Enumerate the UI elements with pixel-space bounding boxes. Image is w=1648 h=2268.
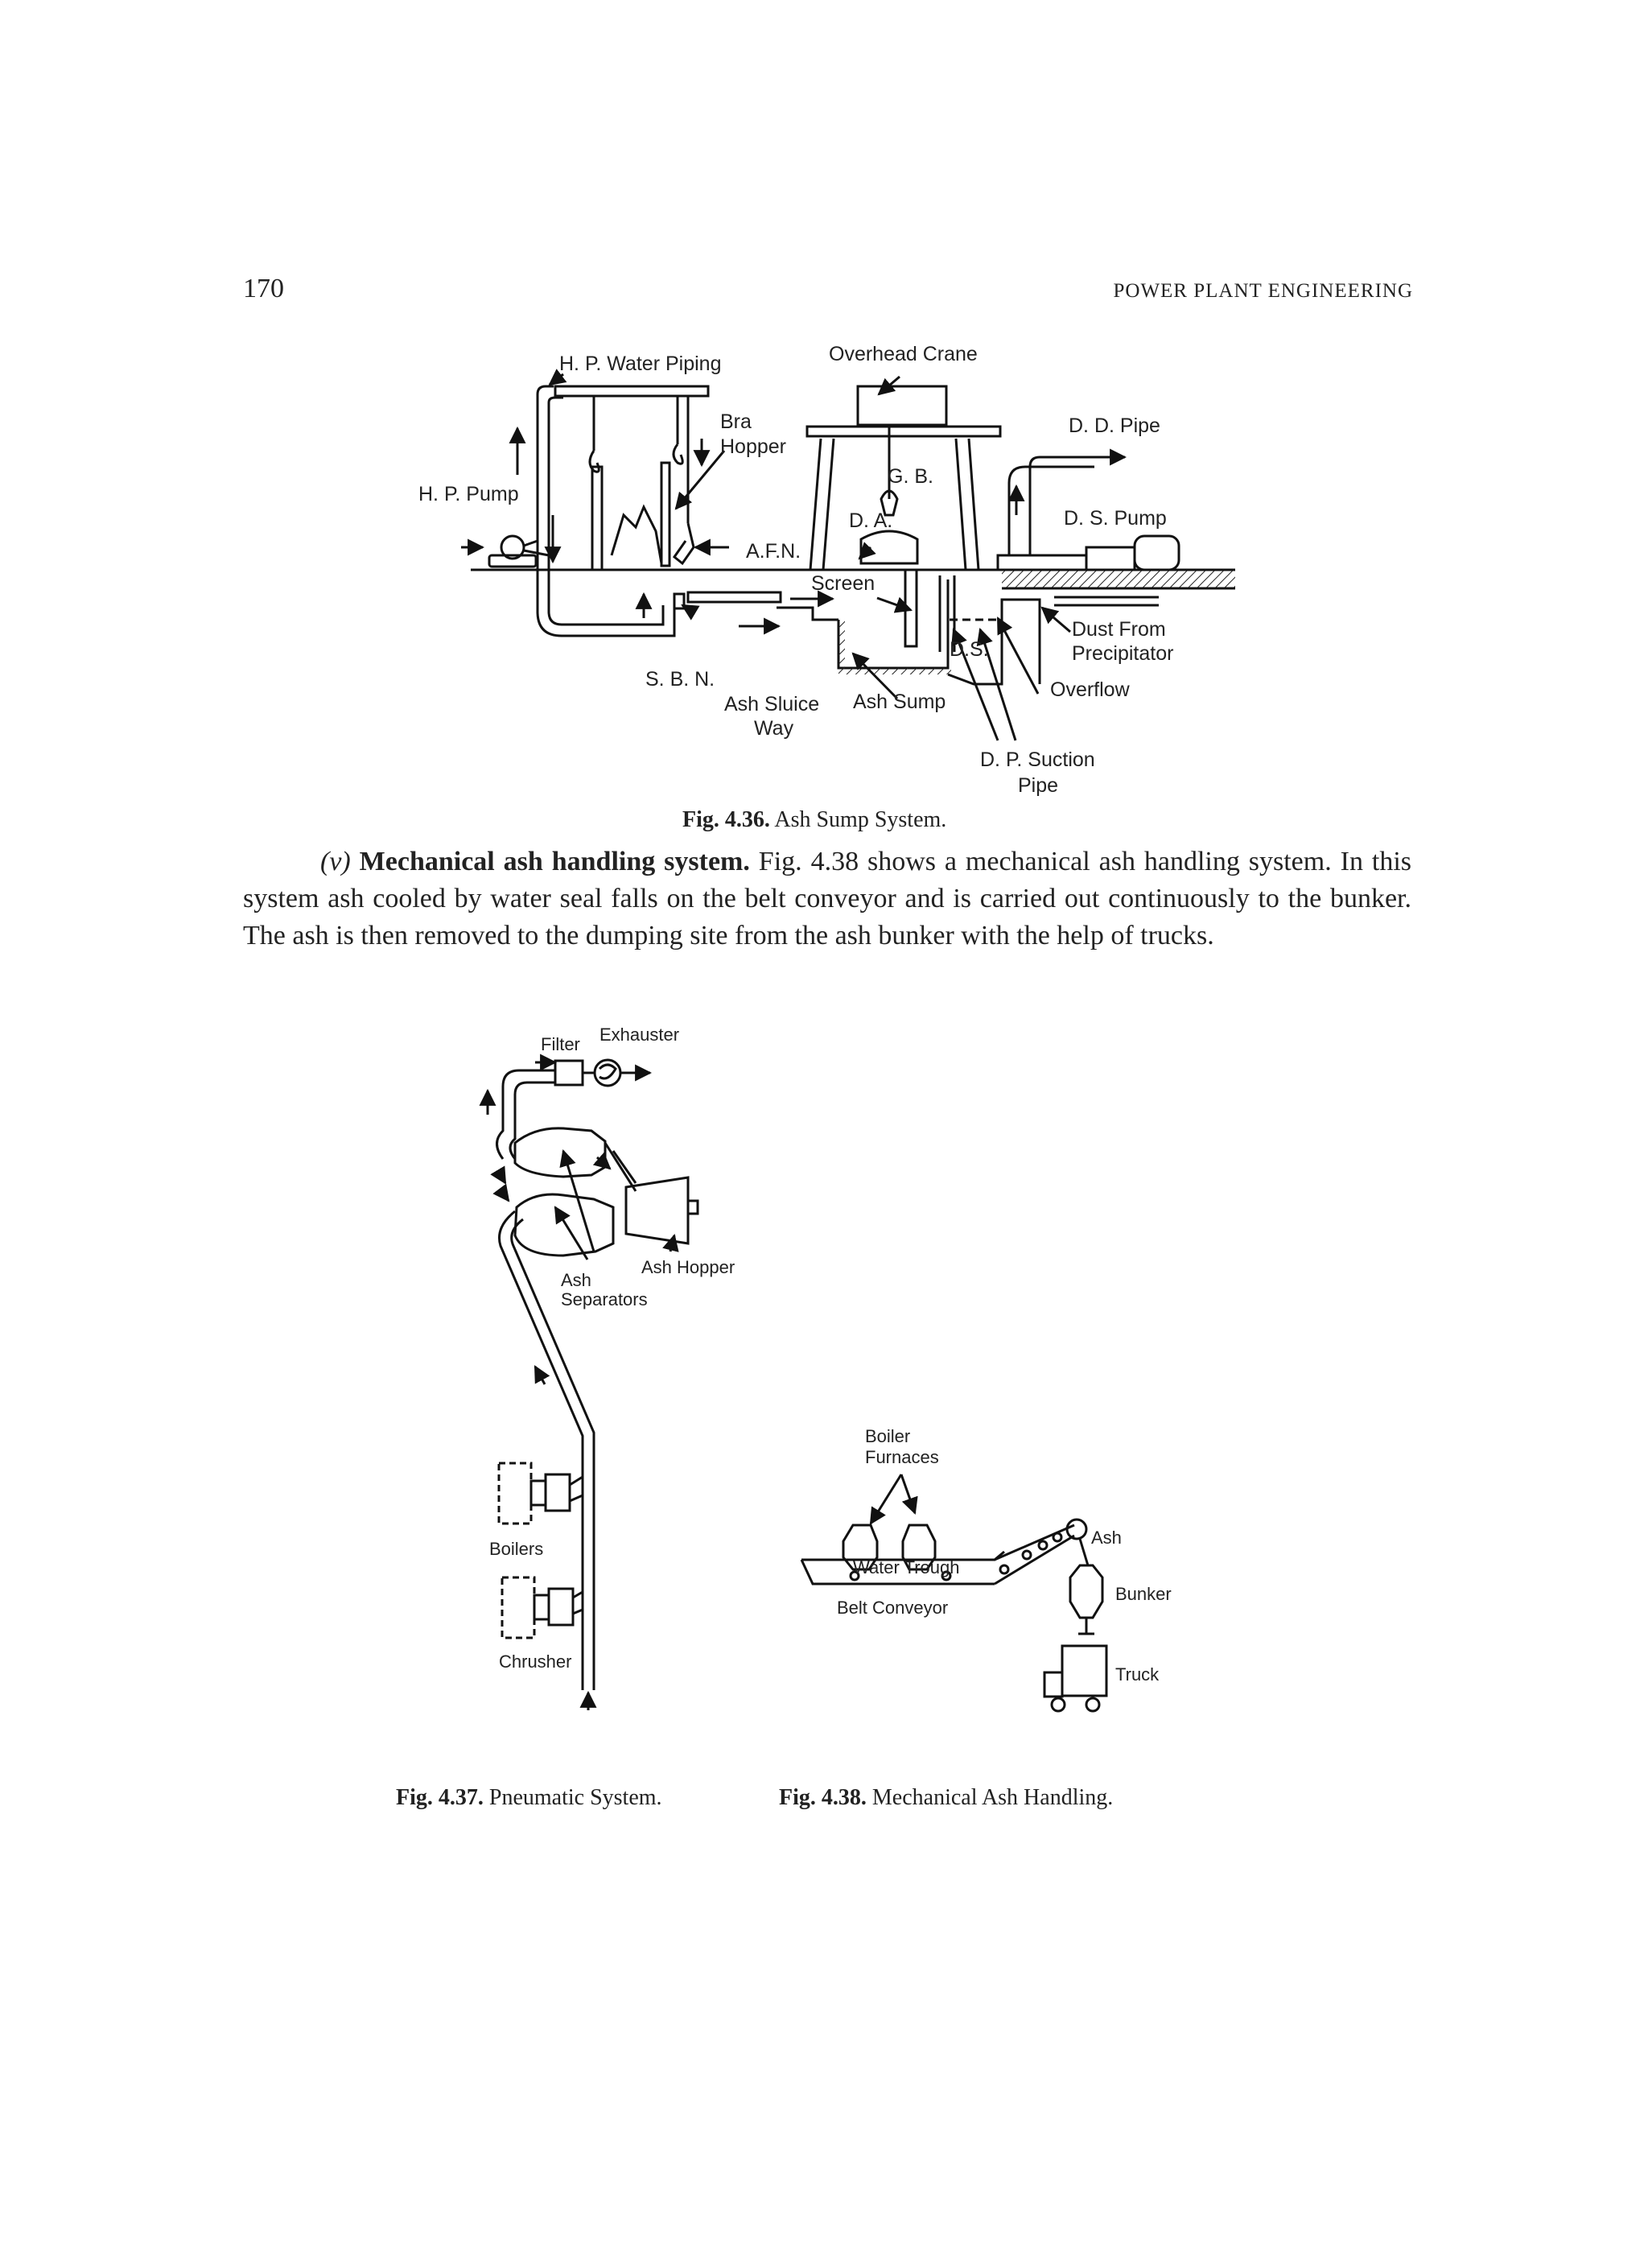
label-precipitator: Precipitator <box>1072 642 1173 665</box>
label-overhead-crane: Overhead Crane <box>829 343 978 365</box>
label-dust-from: Dust From <box>1072 618 1166 641</box>
label-hp-pump: H. P. Pump <box>418 483 519 505</box>
paragraph-heading: Mechanical ash handling system. <box>359 847 750 876</box>
ash-sump-system-diagram: H. P. Water Piping Overhead Crane Bra Ho… <box>418 343 1235 797</box>
label-mech-ash: Ash <box>1091 1528 1122 1548</box>
label-separators: Separators <box>561 1289 648 1309</box>
label-ash-sluice: Ash Sluice <box>724 693 819 715</box>
label-bra: Bra <box>720 410 752 433</box>
label-dp-suction: D. P. Suction <box>980 748 1095 771</box>
label-sbn: S. B. N. <box>645 668 715 691</box>
label-pipe: Pipe <box>1018 774 1058 797</box>
label-screen: Screen <box>811 572 875 595</box>
paragraph-item: (v) <box>320 847 351 876</box>
label-exhauster: Exhauster <box>599 1025 679 1045</box>
fig-4-38-caption: Fig. 4.38. Mechanical Ash Handling. <box>779 1785 1113 1811</box>
label-ash-hopper: Ash Hopper <box>641 1257 735 1277</box>
label-overflow: Overflow <box>1050 678 1131 701</box>
body-paragraph: (v) Mechanical ash handling system. Fig.… <box>243 843 1411 955</box>
fig-4-36-title: Ash Sump System. <box>774 807 947 832</box>
fig-4-37-number: Fig. 4.37. <box>396 1785 484 1810</box>
fig-4-36-number: Fig. 4.36. <box>682 807 770 832</box>
label-furnaces: Furnaces <box>865 1447 939 1467</box>
label-dd-pipe: D. D. Pipe <box>1069 414 1160 437</box>
label-ash-sump: Ash Sump <box>853 691 946 713</box>
label-chrusher: Chrusher <box>499 1652 571 1672</box>
paragraph-body: Fig. 4.38 shows a mechanical ash handlin… <box>243 847 1411 950</box>
label-ds: D.S. <box>950 638 989 661</box>
fig-4-37-caption: Fig. 4.37. Pneumatic System. <box>396 1785 662 1811</box>
label-water-trough: Water Trough <box>853 1557 959 1577</box>
mechanical-ash-handling-diagram: Boiler Furnaces Ash Water Trough Bunker … <box>800 1426 1172 1713</box>
label-hp-water-piping: H. P. Water Piping <box>559 353 721 375</box>
pneumatic-system-diagram: Filter Exhauster Ash Separators Ash Hopp… <box>479 1025 735 1710</box>
label-gb: G. B. <box>888 465 933 488</box>
label-afn: A.F.N. <box>746 540 801 563</box>
label-way: Way <box>754 717 794 740</box>
label-bunker: Bunker <box>1115 1584 1172 1604</box>
label-da: D. A. <box>849 509 892 532</box>
label-ash: Ash <box>561 1270 591 1290</box>
page-number: 170 <box>243 274 284 303</box>
fig-4-36-caption: Fig. 4.36. Ash Sump System. <box>682 807 946 833</box>
label-hopper: Hopper <box>720 435 786 458</box>
label-boiler: Boiler <box>865 1426 910 1446</box>
running-title: POWER PLANT ENGINEERING <box>1113 280 1413 302</box>
fig-4-37-title: Pneumatic System. <box>488 1785 662 1810</box>
label-belt-conveyor: Belt Conveyor <box>837 1598 948 1618</box>
label-truck: Truck <box>1115 1664 1160 1685</box>
fig-4-38-number: Fig. 4.38. <box>779 1785 867 1810</box>
label-filter: Filter <box>541 1034 580 1054</box>
label-boilers: Boilers <box>489 1539 543 1559</box>
fig-4-38-title: Mechanical Ash Handling. <box>871 1785 1114 1810</box>
label-ds-pump: D. S. Pump <box>1064 507 1167 530</box>
